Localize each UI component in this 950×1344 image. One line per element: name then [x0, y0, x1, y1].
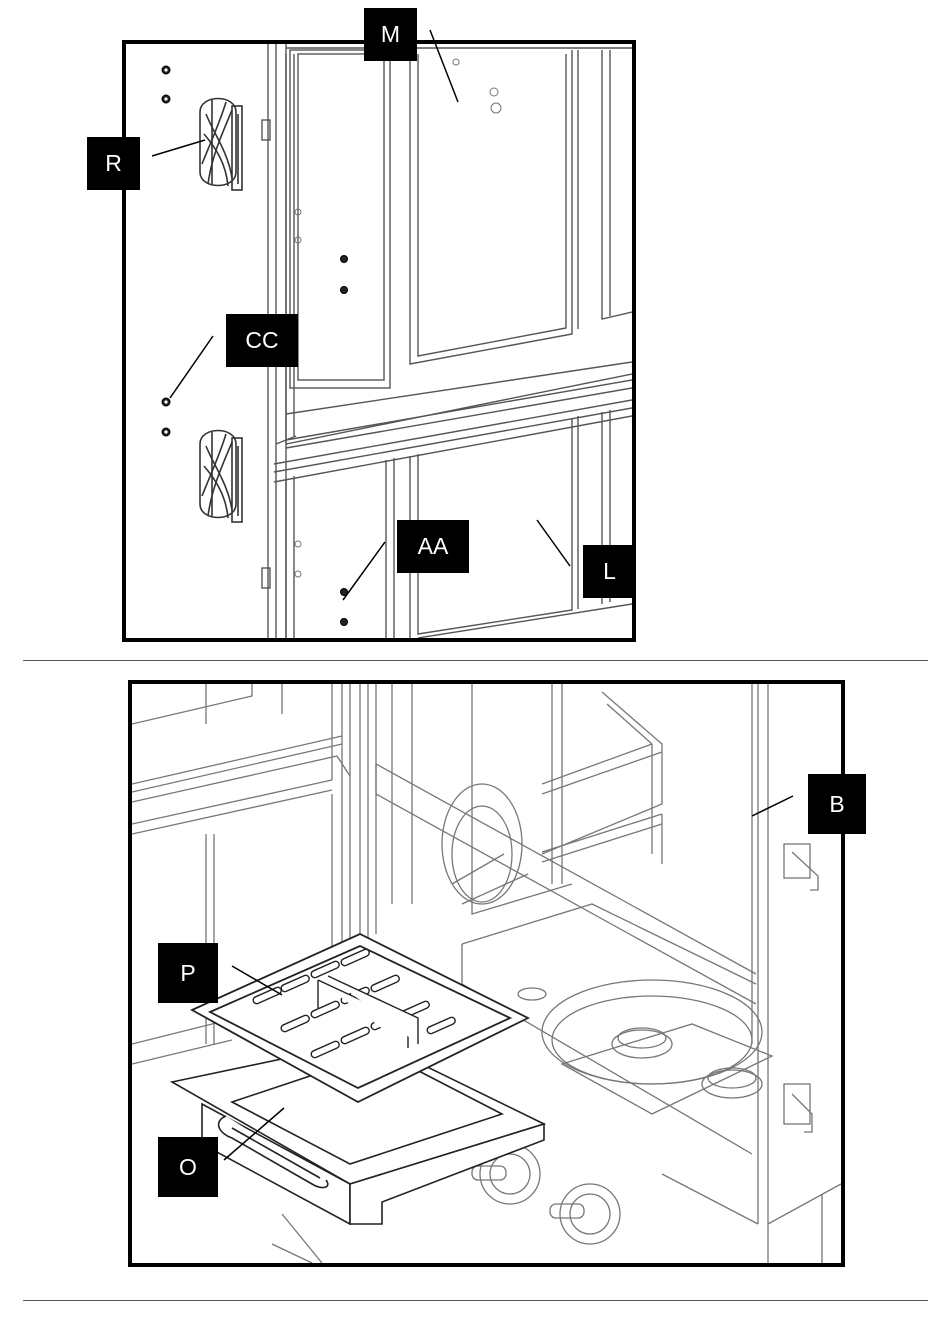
lower-figure-panel [128, 680, 845, 1267]
drip-tray-illustration [132, 684, 841, 1263]
callout-label-r: R [87, 137, 140, 190]
callout-label-p: P [158, 943, 218, 1003]
callout-label-l: L [583, 545, 636, 598]
callout-label-m: M [364, 8, 417, 61]
section-divider-top [23, 660, 928, 661]
callout-label-aa: AA [397, 520, 469, 573]
callout-label-cc: CC [226, 314, 298, 367]
section-divider-bottom [23, 1300, 928, 1301]
upper-figure-panel [122, 40, 636, 642]
callout-label-b: B [808, 774, 866, 834]
door-assembly-illustration [126, 44, 632, 638]
callout-label-o: O [158, 1137, 218, 1197]
